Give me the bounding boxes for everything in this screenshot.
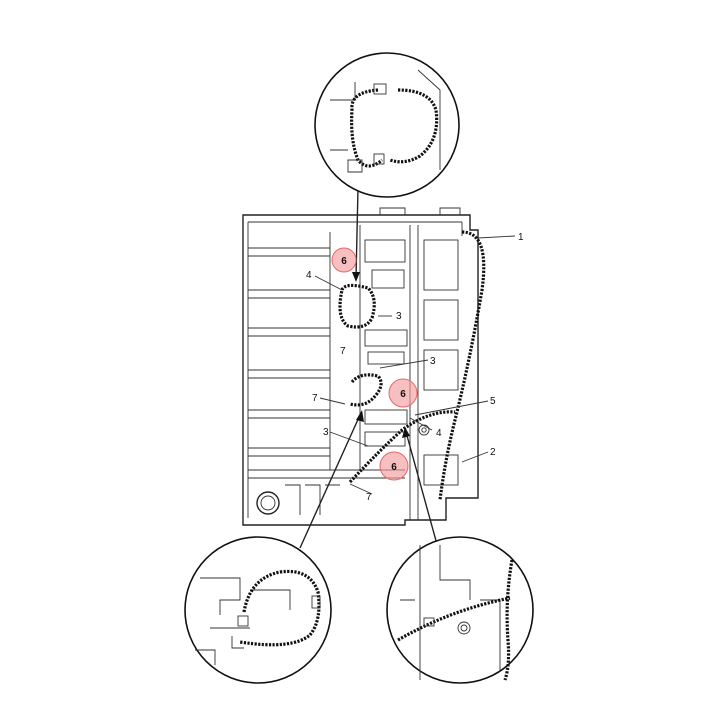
label-7b: 7 xyxy=(312,393,318,404)
detail-callout-bottom-left xyxy=(184,536,332,684)
engine-block xyxy=(242,207,479,526)
label-3a: 3 xyxy=(396,311,402,322)
highlight-marker-3: 6 xyxy=(379,451,409,481)
svg-text:6: 6 xyxy=(391,462,397,473)
label-5: 5 xyxy=(490,396,496,407)
label-3b: 3 xyxy=(430,356,436,367)
label-7a: 7 xyxy=(340,346,346,357)
detail-callout-top xyxy=(314,52,460,198)
label-1: 1 xyxy=(518,232,524,243)
callout-arrows xyxy=(299,187,439,549)
label-3c: 3 xyxy=(323,427,329,438)
svg-text:6: 6 xyxy=(341,256,347,267)
svg-text:6: 6 xyxy=(400,389,406,400)
leader-lines xyxy=(314,235,516,495)
label-2: 2 xyxy=(490,447,496,458)
label-7c: 7 xyxy=(366,492,372,503)
highlight-marker-1: 6 xyxy=(331,247,357,273)
label-4a: 4 xyxy=(306,270,312,281)
part-labels: 1 2 3 3 3 4 4 5 7 7 7 xyxy=(306,232,524,503)
detail-callout-bottom-right xyxy=(386,536,534,684)
harness-lines xyxy=(338,230,486,501)
highlight-marker-2: 6 xyxy=(388,378,418,408)
label-4b: 4 xyxy=(436,428,442,439)
